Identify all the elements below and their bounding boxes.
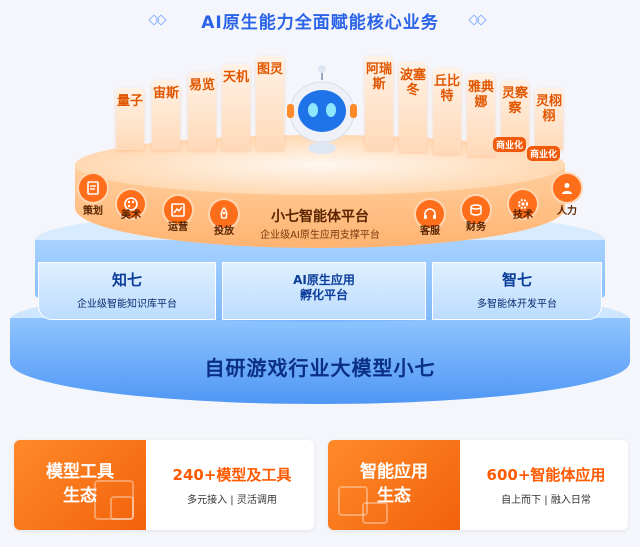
commercial-badge: 商业化 [527, 146, 561, 161]
agent-card-label: 灵察察 [501, 86, 528, 116]
ecosystem-card: 模型工具 生态 240+模型及工具 多元接入 | 灵活调用 [14, 440, 314, 530]
function-label: 人力 [557, 206, 577, 217]
function-label: 技术 [513, 210, 533, 221]
middle-platform-title: 智七 [501, 271, 532, 289]
agent-platform-title: 小七智能体平台 [271, 209, 369, 225]
decorative-shape [362, 502, 388, 524]
agent-card: 阿瑞斯 [365, 56, 393, 150]
agent-card: 易览 [188, 72, 216, 150]
page-title: AI原生能力全面赋能核心业务 [201, 13, 439, 33]
middle-platform-panel: 智七 多智能体开发平台 [432, 262, 602, 320]
ecosystem-card-headline: 240+模型及工具 [172, 466, 292, 484]
agent-card-label: 波塞冬 [399, 68, 426, 98]
decorative-shape [338, 486, 368, 516]
middle-platform-panel: 知七 企业级智能知识库平台 [38, 262, 216, 320]
agent-card: 图灵 [256, 56, 284, 150]
agent-card: 宙斯 [152, 80, 180, 150]
middle-platform-subtitle: 企业级智能知识库平台 [77, 299, 177, 310]
diamond-decoration-icon [468, 12, 487, 28]
agent-card: 灵栩栩 [535, 88, 563, 150]
ecosystem-card-label: 智能应用 生态 [360, 462, 428, 506]
agent-card-label: 量子 [116, 94, 143, 109]
palette-icon [117, 190, 145, 218]
agent-card-label: 宙斯 [152, 86, 179, 101]
agent-card: 天机 [222, 64, 250, 150]
agent-card-label: 天机 [222, 70, 249, 85]
agent-card: 灵察察 [501, 80, 529, 146]
function-label: 运营 [168, 222, 188, 233]
coins-icon [462, 196, 490, 224]
decorative-shape [94, 480, 134, 520]
ecosystem-card-label: 模型工具 生态 [46, 462, 114, 506]
function-label: 财务 [466, 222, 486, 233]
function-label: 客服 [420, 226, 440, 237]
agent-card-label: 阿瑞斯 [365, 62, 392, 92]
agent-card: 雅典娜 [467, 74, 495, 156]
middle-platform-title: 知七 [111, 271, 142, 289]
agent-card-label: 雅典娜 [467, 80, 494, 110]
foundation-platform-band [10, 318, 630, 404]
middle-platform-subtitle: 多智能体开发平台 [477, 299, 557, 310]
ecosystem-card-label-panel: 智能应用 生态 [328, 440, 460, 530]
person-icon [553, 174, 581, 202]
robot-mascot-icon [287, 65, 357, 154]
gear-icon [509, 190, 537, 218]
rocket-icon [210, 200, 238, 228]
agent-card: 量子 [116, 88, 144, 150]
foundation-title: 自研游戏行业大模型小七 [204, 356, 436, 380]
agent-card-label: 灵栩栩 [535, 94, 562, 124]
middle-platform-panel: AI原生应用 孵化平台 [222, 262, 426, 320]
ecosystem-card: 智能应用 生态 600+智能体应用 自上而下 | 融入日常 [328, 440, 628, 530]
ecosystem-card-detail: 自上而下 | 融入日常 [501, 495, 591, 506]
headset-icon [416, 200, 444, 228]
middle-platform-title: AI原生应用 孵化平台 [293, 273, 355, 302]
ecosystem-card-detail: 多元接入 | 灵活调用 [187, 495, 277, 506]
agent-card-label: 图灵 [256, 62, 283, 77]
agent-card-label: 丘比特 [433, 74, 460, 104]
chart-icon [164, 196, 192, 224]
agent-card: 波塞冬 [399, 62, 427, 152]
doc-icon [79, 174, 107, 202]
commercial-badge: 商业化 [493, 137, 527, 152]
ecosystem-card-label-panel: 模型工具 生态 [14, 440, 146, 530]
agent-platform-subtitle: 企业级AI原生应用支撑平台 [260, 230, 380, 241]
agent-card-label: 易览 [188, 78, 215, 93]
ecosystem-card-headline: 600+智能体应用 [486, 466, 606, 484]
function-label: 美术 [121, 210, 141, 221]
agent-card: 丘比特 [433, 68, 461, 154]
decorative-shape [110, 496, 134, 520]
function-label: 投放 [214, 226, 234, 237]
function-label: 策划 [83, 206, 103, 217]
